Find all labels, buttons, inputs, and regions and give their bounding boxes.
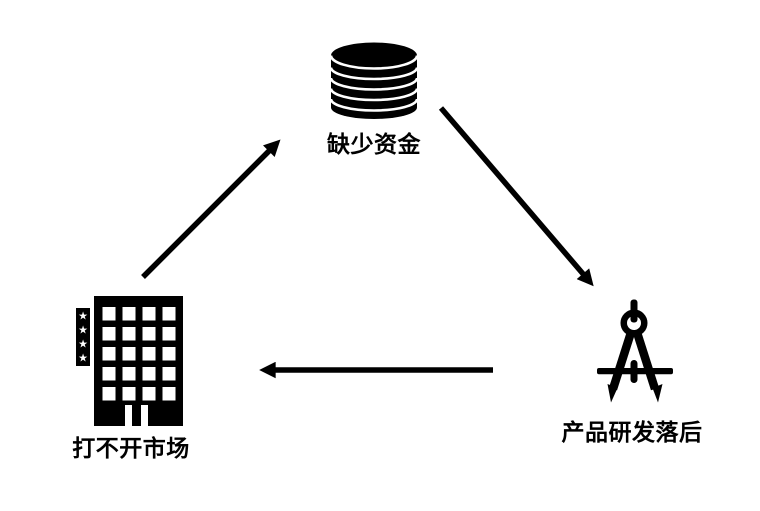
node-lack-of-funds	[330, 42, 418, 120]
star-icon: ★	[78, 338, 88, 351]
node-label-rnd-lagging: 产品研发落后	[561, 420, 703, 446]
node-label-cannot-open-market: 打不开市场	[72, 436, 190, 462]
building-icon: ★ ★ ★ ★	[76, 296, 183, 426]
node-label-lack-of-funds: 缺少资金	[327, 132, 421, 158]
star-icon: ★	[78, 352, 88, 365]
node-cannot-open-market: ★ ★ ★ ★	[76, 296, 184, 426]
node-rnd-lagging	[597, 299, 673, 403]
arrow-market-to-funds	[141, 139, 281, 279]
star-icon: ★	[78, 324, 88, 337]
coins-stack-icon	[330, 42, 418, 119]
star-icon: ★	[78, 310, 88, 323]
arrow-funds-to-rnd	[438, 106, 594, 287]
drafting-compass-icon	[597, 299, 673, 403]
